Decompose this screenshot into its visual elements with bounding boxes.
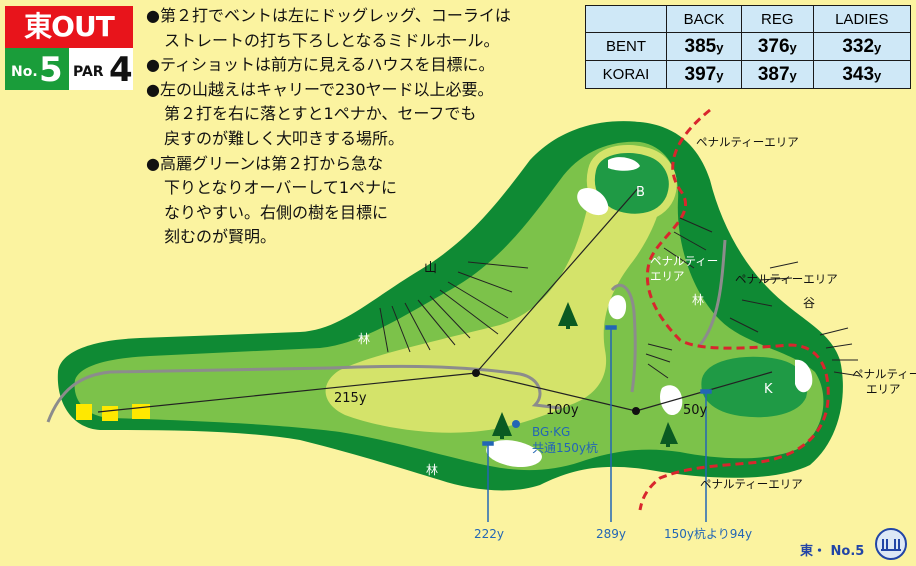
marker-289: 289y xyxy=(596,527,626,541)
bunker xyxy=(608,157,640,171)
korai-ladies: 343y xyxy=(812,60,912,89)
note-line: なりやすい。右側の樹を目標に xyxy=(164,202,389,222)
tee-box xyxy=(76,404,92,420)
label-penalty-3: ペナルティーエリア xyxy=(735,272,838,286)
hole-number-label: No. xyxy=(11,64,38,80)
course-title: 東OUT xyxy=(5,6,133,48)
green-k-label: K xyxy=(764,382,773,397)
strategy-notes: ●第２打でベントは左にドッグレッグ、コーライは ストレートの打ち下ろしとなるミド… xyxy=(146,4,546,250)
header-back: BACK xyxy=(666,5,742,33)
shot-point xyxy=(632,407,640,415)
note-line: ●左の山越えはキャリーで230ヤード以上必要。 xyxy=(146,79,494,99)
shot-point xyxy=(472,369,480,377)
bgkg-label: 共通150y杭 xyxy=(532,440,598,455)
bgkg-label: BG·KG xyxy=(532,425,570,439)
label-forest: 林 xyxy=(692,293,704,307)
label-penalty-4: ペナルティー xyxy=(852,367,916,381)
note-line: 下りとなりオーバーして1ペナに xyxy=(164,178,398,198)
green-k xyxy=(697,352,812,422)
par-box: PAR 4 xyxy=(69,48,133,90)
note-line: 戻すのが難しく大叩きする場所。 xyxy=(164,128,405,148)
bunker xyxy=(660,385,683,416)
note-line: ●ティショットは前方に見えるハウスを目標に。 xyxy=(146,55,495,75)
distance-50: 50y xyxy=(683,403,708,418)
note-line: ●高麗グリーンは第２打から急な xyxy=(146,153,384,173)
par-label: PAR xyxy=(73,64,104,80)
tee-box xyxy=(102,406,118,421)
hole-number: 5 xyxy=(39,50,63,90)
club-logo-icon xyxy=(875,528,907,560)
note-line: 刻むのが賢明。 xyxy=(164,227,277,247)
bunker xyxy=(577,187,609,216)
marker-150-94: 150y杭より94y xyxy=(664,526,752,541)
yardage-markers xyxy=(482,325,712,522)
bunker xyxy=(486,440,542,468)
distance-215: 215y xyxy=(334,391,367,406)
label-valley: 谷 xyxy=(803,296,815,310)
korai-back: 397y xyxy=(666,60,742,89)
page-footer: 東・ No.5 xyxy=(800,544,865,559)
hole-header: 東OUT No. 5 PAR 4 xyxy=(5,6,133,90)
label-penalty-1: ペナルティーエリア xyxy=(696,135,799,149)
bgkg-stake-marker xyxy=(512,420,520,428)
marker-222: 222y xyxy=(474,527,504,541)
label-penalty-4: エリア xyxy=(866,382,901,396)
hazard-hatching xyxy=(379,217,861,379)
note-line: ●第２打でベントは左にドッグレッグ、コーライは xyxy=(146,6,511,25)
label-penalty-2: ペナルティー xyxy=(650,254,718,268)
label-mountain: 山 xyxy=(424,261,437,276)
label-forest: 林 xyxy=(426,463,438,477)
green-b-label: B xyxy=(636,185,645,200)
note-line: 第２打を右に落とすと1ペナか、セーフでも xyxy=(164,104,477,124)
korai-reg: 387y xyxy=(741,60,814,89)
bent-reg: 376y xyxy=(741,32,814,61)
fairway xyxy=(325,156,664,433)
label-forest: 林 xyxy=(358,332,370,346)
hole-number-box: No. 5 xyxy=(5,48,69,90)
bunker xyxy=(608,295,627,320)
tree-icon xyxy=(492,302,678,447)
distance-100: 100y xyxy=(546,403,579,418)
row-label-korai: KORAI xyxy=(585,60,667,89)
yardage-table: BACK REG LADIES BENT 385y 376y 332y KORA… xyxy=(585,5,912,89)
bent-back: 385y xyxy=(666,32,742,61)
note-line: ストレートの打ち下ろしとなるミドルホール。 xyxy=(164,30,500,50)
bent-ladies: 332y xyxy=(812,32,912,61)
header-ladies: LADIES xyxy=(812,5,912,33)
bunker xyxy=(795,359,813,393)
tee-box xyxy=(132,404,150,419)
label-penalty-2: エリア xyxy=(650,269,685,283)
cart-path xyxy=(46,239,727,423)
par-value: 4 xyxy=(109,50,133,90)
label-penalty-5: ペナルティーエリア xyxy=(700,477,803,491)
